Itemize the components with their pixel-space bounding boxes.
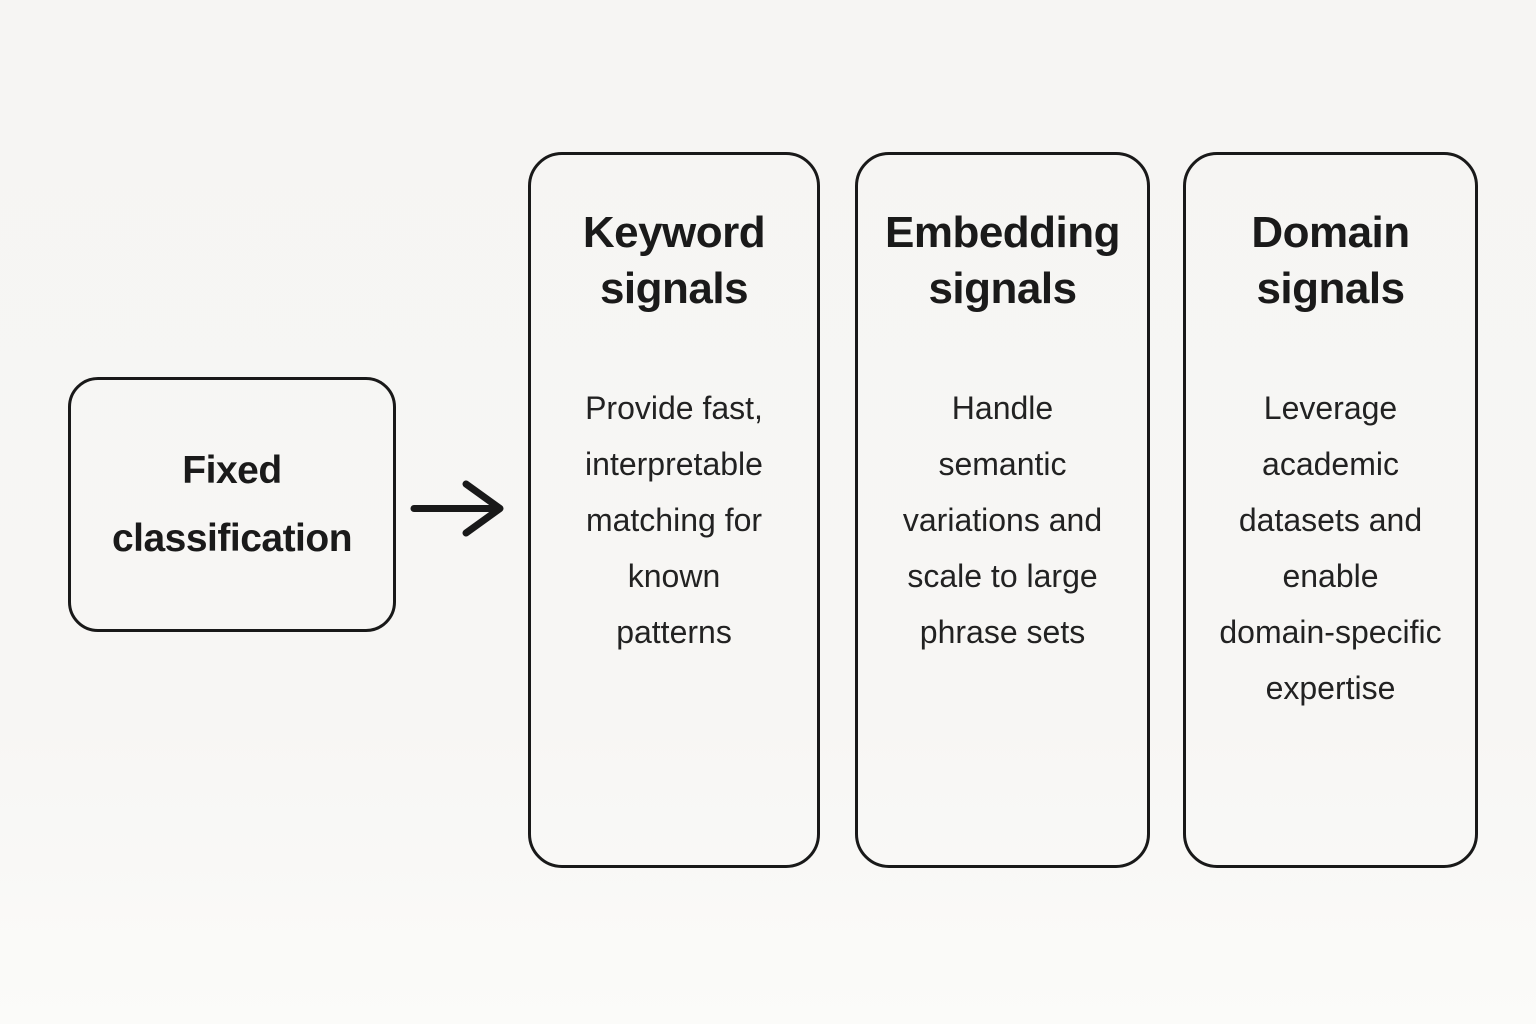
signal-card-domain-body: Leverage academic datasets and enable do… — [1219, 390, 1442, 706]
signal-card-domain: Domain signals Leverage academic dataset… — [1183, 152, 1478, 868]
signal-card-embedding: Embedding signals Handle semantic variat… — [855, 152, 1150, 868]
signal-card-domain-title: Domain signals — [1251, 208, 1410, 313]
signal-card-embedding-body: Handle semantic variations and scale to … — [902, 390, 1103, 650]
signal-card-embedding-title: Embedding signals — [884, 208, 1121, 313]
fixed-classification-box: Fixed classification — [68, 377, 396, 632]
signal-card-keyword-title: Keyword signals — [582, 208, 766, 313]
signal-card-keyword-body: Provide fast, interpretable matching for… — [585, 390, 763, 650]
signal-card-keyword: Keyword signals Provide fast, interpreta… — [528, 152, 820, 868]
right-arrow-icon — [410, 480, 504, 537]
fixed-classification-label: Fixed classification — [111, 448, 353, 560]
